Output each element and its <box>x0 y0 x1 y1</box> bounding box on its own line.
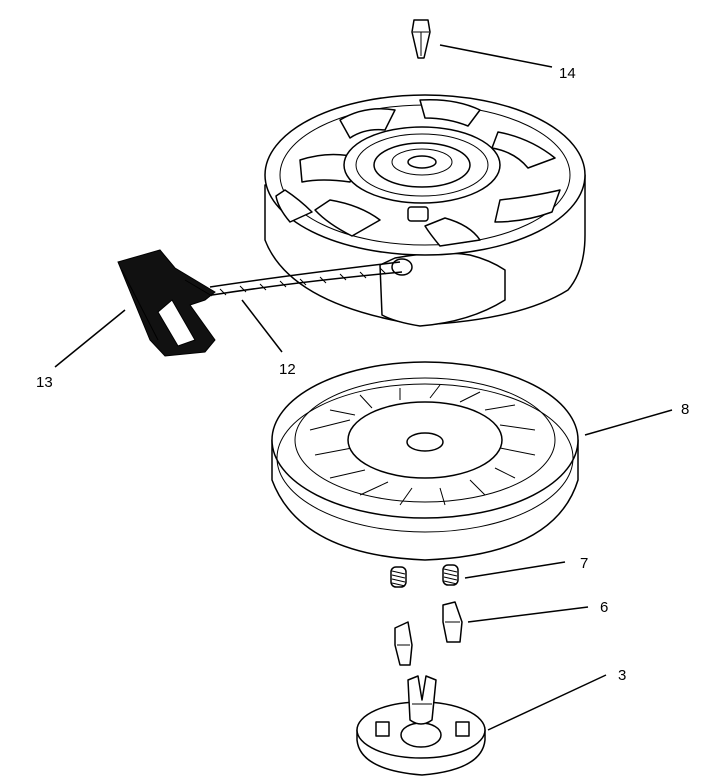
leader-6 <box>467 606 589 623</box>
part-12-rope <box>209 261 403 296</box>
part-7-springs <box>390 564 459 588</box>
starter-housing <box>264 94 586 327</box>
callout-13: 13 <box>36 374 53 391</box>
leader-lines <box>54 44 673 731</box>
leader-13 <box>54 309 126 368</box>
leader-8 <box>584 409 673 436</box>
leader-3 <box>487 674 607 731</box>
callout-7: 7 <box>580 555 588 572</box>
leader-12 <box>241 299 283 353</box>
callout-14: 14 <box>559 65 576 82</box>
callout-6: 6 <box>600 599 608 616</box>
part-8-pulley <box>271 361 579 561</box>
callout-12: 12 <box>279 361 296 378</box>
leader-7 <box>464 561 566 579</box>
part-6-pawls <box>394 601 463 666</box>
part-13-handle <box>117 249 216 357</box>
part-14-pin <box>411 19 431 59</box>
callout-8: 8 <box>681 401 689 418</box>
callout-3: 3 <box>618 667 626 684</box>
part-3-retainer <box>356 675 486 776</box>
leader-14 <box>439 44 553 68</box>
